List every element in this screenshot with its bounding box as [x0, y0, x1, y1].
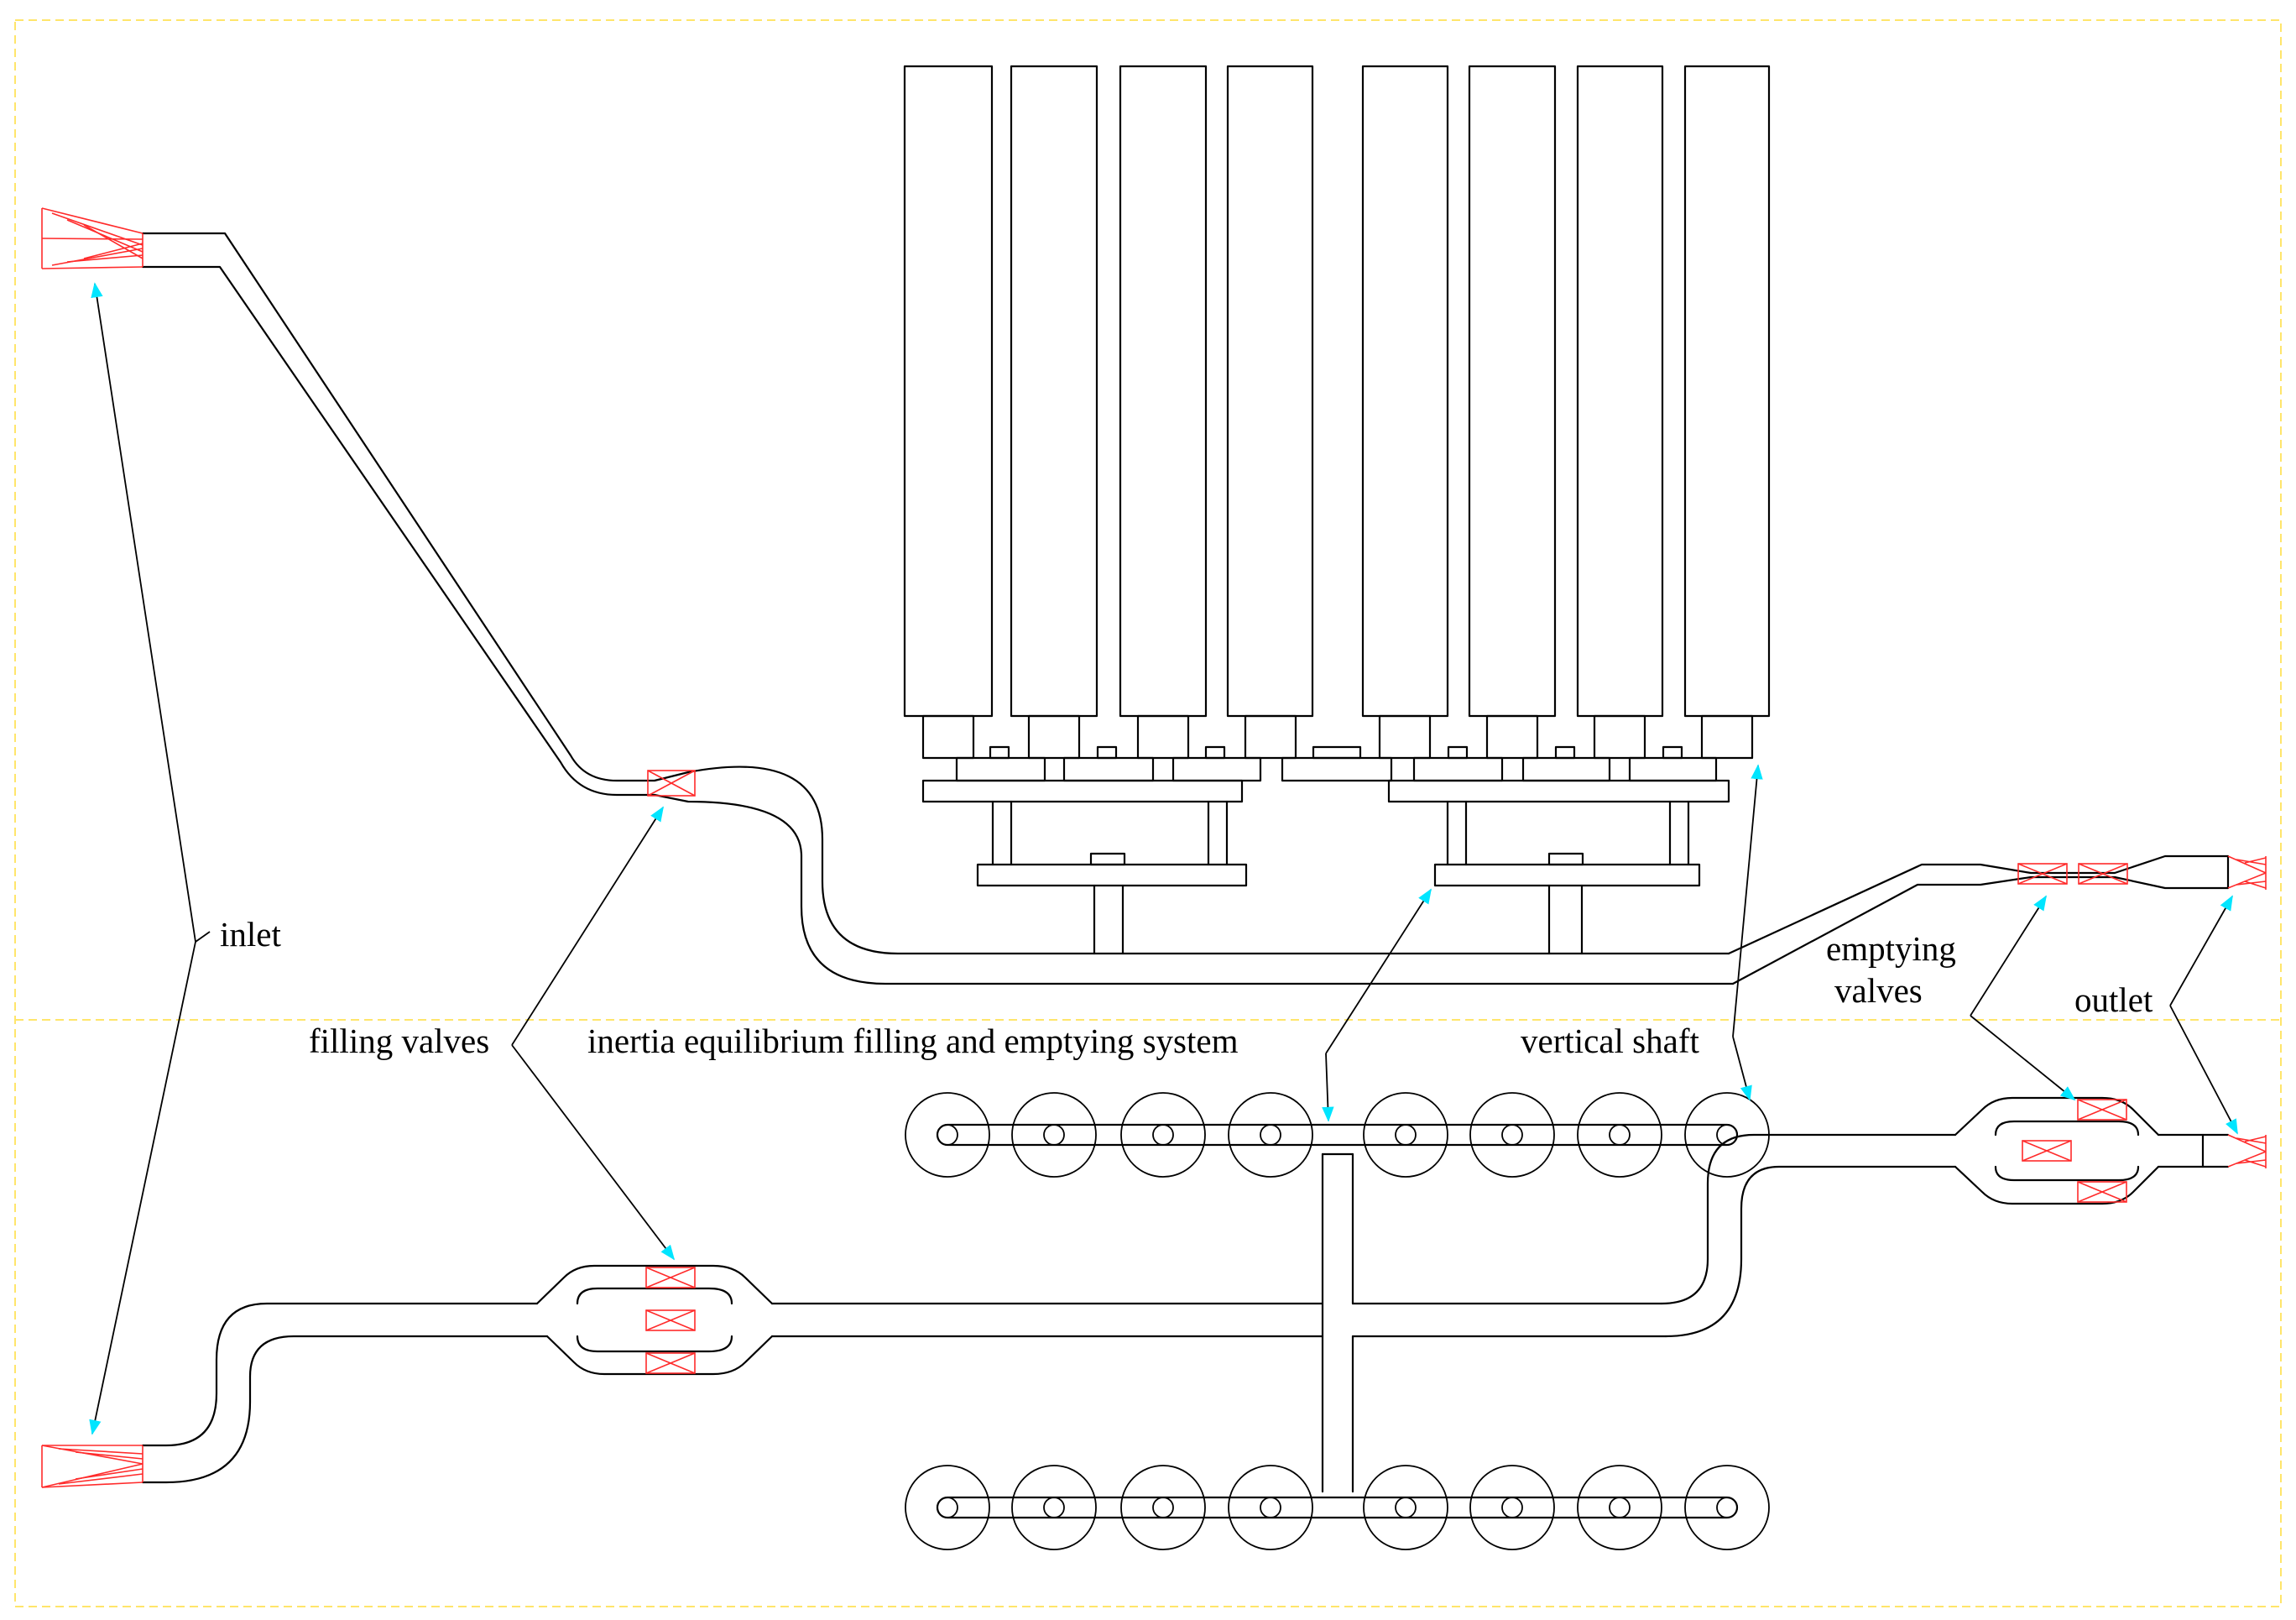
label-filling-valves: filling valves	[309, 1022, 489, 1060]
valve-icon	[2022, 1140, 2072, 1162]
inlet-icon	[41, 207, 144, 269]
inlet-culvert-top	[141, 232, 2230, 985]
leader-vertical-shaft	[1732, 764, 1763, 1101]
label-vertical-shaft: vertical shaft	[1521, 1022, 1699, 1060]
leader-outlet	[2169, 895, 2238, 1135]
leader-system	[1322, 888, 1432, 1122]
valve-icon	[2017, 863, 2068, 885]
leader-emptying-valves	[1970, 895, 2076, 1101]
label-emptying-valves-line2: valves	[1834, 971, 1923, 1010]
valve-icon	[645, 1352, 696, 1374]
label-outlet: outlet	[2074, 980, 2153, 1019]
outlet-icon	[2227, 1134, 2267, 1168]
valve-icon	[647, 770, 696, 797]
drawing-frame	[14, 19, 2282, 1607]
central-connector	[1321, 1152, 1354, 1493]
label-system: inertia equilibrium filling and emptying…	[587, 1022, 1239, 1060]
chamber-plan-lower-row	[905, 1465, 1770, 1550]
valve-icon	[2077, 1181, 2127, 1203]
label-emptying-valves-line1: emptying	[1826, 929, 1956, 968]
label-inlet: inlet	[220, 915, 281, 954]
valve-icon	[2077, 1099, 2127, 1121]
lock-chambers	[903, 65, 1771, 718]
valve-icon	[645, 1267, 696, 1288]
distribution-manifold	[921, 714, 1754, 955]
leader-filling-valves	[511, 806, 676, 1261]
leader-inlet	[89, 282, 211, 1435]
outlet-icon	[2227, 855, 2267, 890]
valve-icon	[2078, 863, 2128, 885]
main-culvert-plan	[141, 1096, 2230, 1484]
inlet-icon	[41, 1445, 144, 1488]
valve-icon	[645, 1309, 696, 1331]
chamber-plan-upper-row	[905, 1092, 1770, 1178]
